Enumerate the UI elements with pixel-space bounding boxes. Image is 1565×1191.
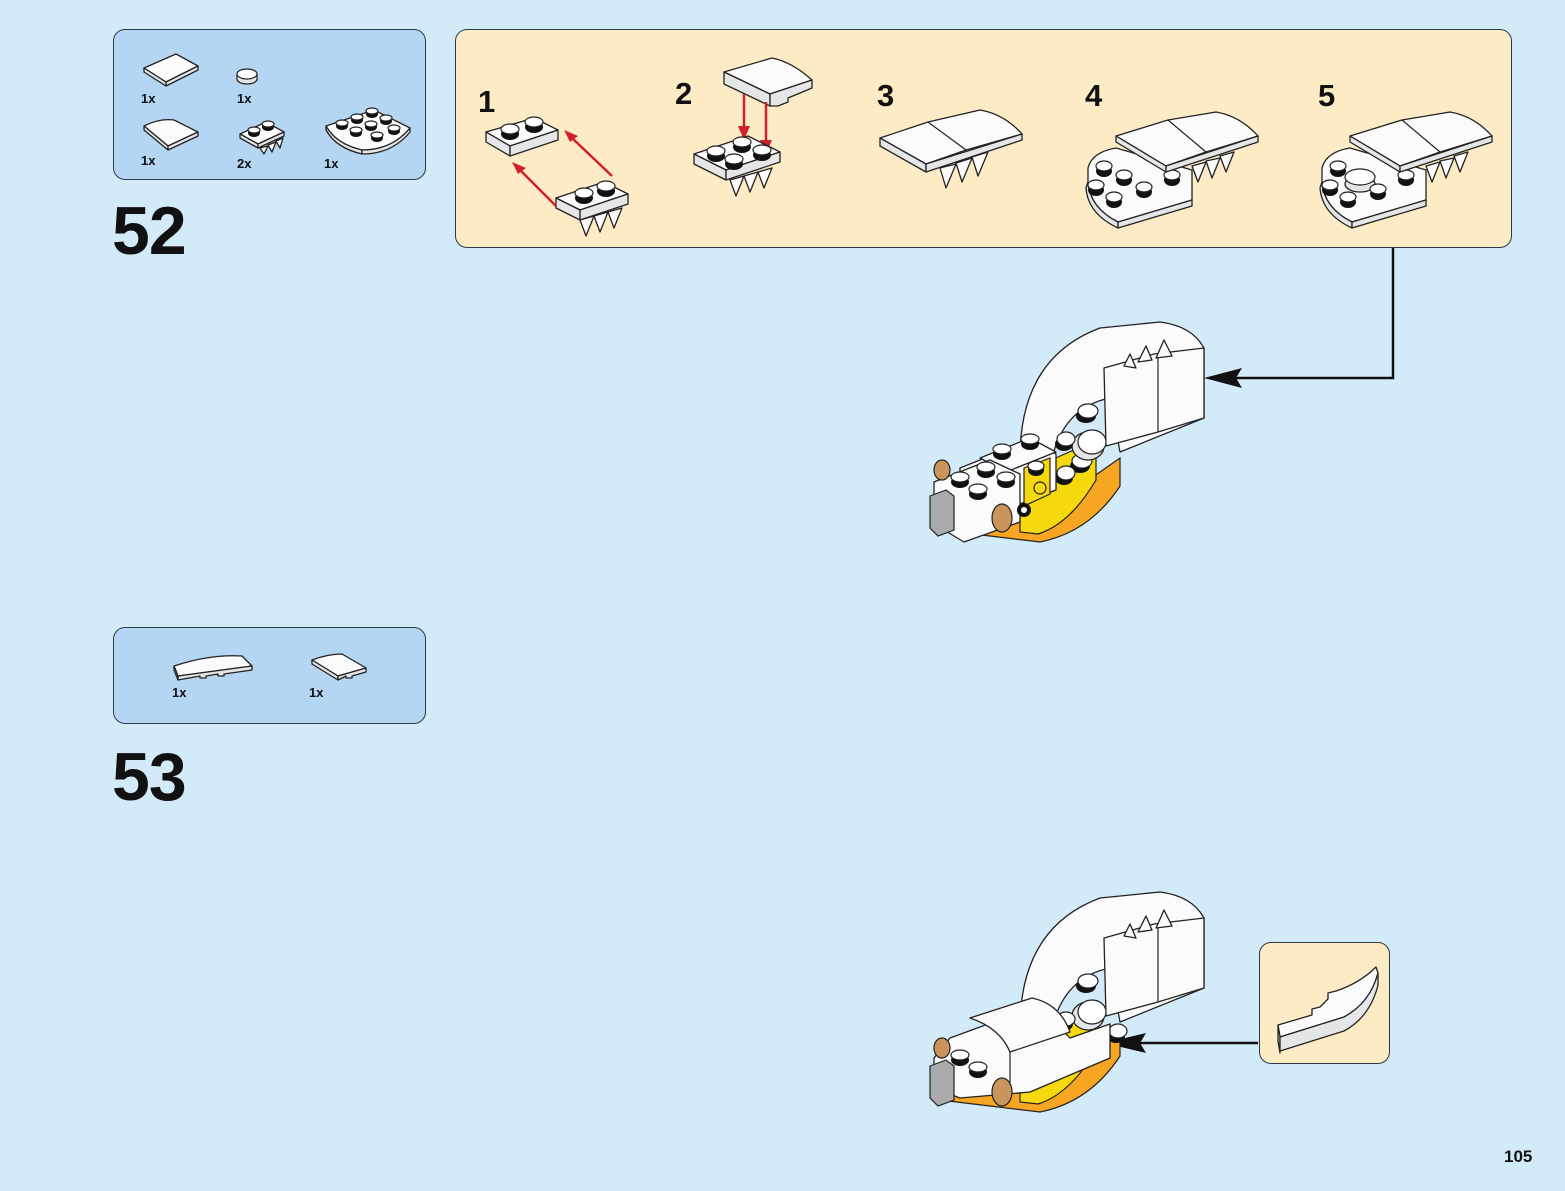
assembly-arrow bbox=[515, 165, 557, 207]
step-52-model-illustration bbox=[929, 321, 1205, 543]
substep-number: 1 bbox=[478, 84, 496, 119]
tile-2x2-white-icon bbox=[143, 53, 199, 87]
slope-curved-4x1-white-icon bbox=[173, 655, 253, 681]
substep-number: 3 bbox=[877, 78, 895, 113]
part-quantity: 1x bbox=[324, 156, 339, 171]
substep-3-illustration bbox=[879, 109, 1023, 189]
plate-1x2-teeth-white-icon bbox=[239, 120, 285, 155]
part-quantity: 1x bbox=[237, 91, 252, 106]
substep-number: 2 bbox=[675, 76, 693, 111]
part-quantity: 1x bbox=[141, 91, 156, 106]
slope-curved-4x1-white-icon bbox=[1277, 966, 1379, 1054]
step-number: 53 bbox=[112, 739, 187, 815]
part-quantity: 1x bbox=[309, 685, 324, 700]
step-52-subassembly-panel: 1 2 3 4 5 bbox=[455, 29, 1512, 248]
substep-5-illustration bbox=[1319, 111, 1493, 229]
substep-4-illustration bbox=[1085, 111, 1259, 229]
substep-1-illustration bbox=[485, 116, 629, 237]
step-number: 52 bbox=[112, 193, 187, 269]
slope-curved-2x2-white-icon bbox=[143, 118, 199, 151]
part-quantity: 1x bbox=[172, 685, 187, 700]
part-quantity: 1x bbox=[141, 153, 156, 168]
plate-round-corner-3x3-white-icon bbox=[325, 107, 411, 155]
page-number: 105 bbox=[1504, 1147, 1533, 1166]
round-plate-1x1-white-icon bbox=[236, 68, 258, 85]
substep-number: 5 bbox=[1318, 78, 1336, 113]
substep-number: 4 bbox=[1085, 78, 1103, 113]
substep-2-illustration bbox=[693, 57, 813, 197]
step-53-part-callout bbox=[1259, 942, 1390, 1064]
step-52-parts-list: 1x 1x 1x 2x bbox=[113, 29, 426, 180]
step-53-parts-list: 1x 1x bbox=[113, 627, 426, 724]
slope-curved-2x2-white-icon bbox=[311, 653, 367, 681]
part-quantity: 2x bbox=[237, 156, 252, 171]
step-53-model-illustration bbox=[929, 891, 1205, 1113]
